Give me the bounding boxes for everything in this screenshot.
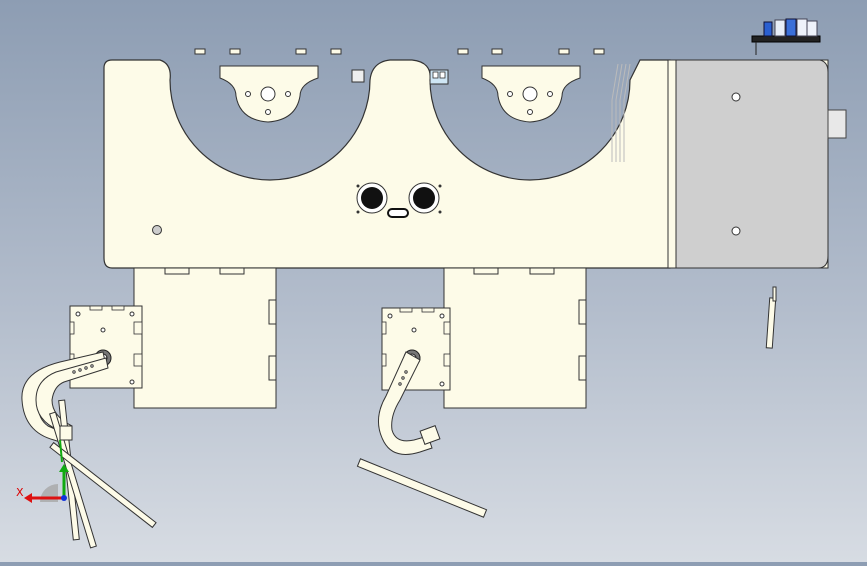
- capacitor-icon: [796, 18, 808, 37]
- battery-housing[interactable]: [667, 59, 847, 269]
- x-arrow-icon: [24, 493, 32, 503]
- top-tabs: [194, 48, 605, 55]
- arm-holes: [398, 370, 408, 386]
- arm-holes: [72, 364, 94, 374]
- coordinate-triad: X: [16, 464, 69, 503]
- capacitor-icon: [763, 21, 773, 37]
- connector-block: [351, 69, 449, 85]
- capacitor-icon: [774, 19, 786, 37]
- motor-mount-right: [481, 65, 581, 123]
- gripper-arm-left[interactable]: [21, 351, 157, 549]
- servo-bracket-left[interactable]: [69, 267, 277, 409]
- mount-hole: [152, 225, 162, 235]
- switch-icon: [827, 109, 847, 139]
- ribbon-cable: [611, 63, 631, 162]
- loose-bracket: [765, 286, 777, 349]
- chassis-plate[interactable]: [103, 59, 671, 269]
- x-axis-label: X: [16, 486, 24, 499]
- y-arrow-icon: [59, 464, 69, 472]
- capacitor-icon: [785, 18, 797, 37]
- servo-bracket-right[interactable]: [381, 267, 587, 409]
- capacitor-icon: [806, 20, 818, 37]
- ultrasonic-sensor: [356, 182, 442, 218]
- z-axis-icon: [61, 495, 67, 501]
- gripper-arm-right[interactable]: [356, 351, 488, 518]
- motor-mount-left: [219, 65, 319, 123]
- electronics-board[interactable]: [751, 18, 821, 55]
